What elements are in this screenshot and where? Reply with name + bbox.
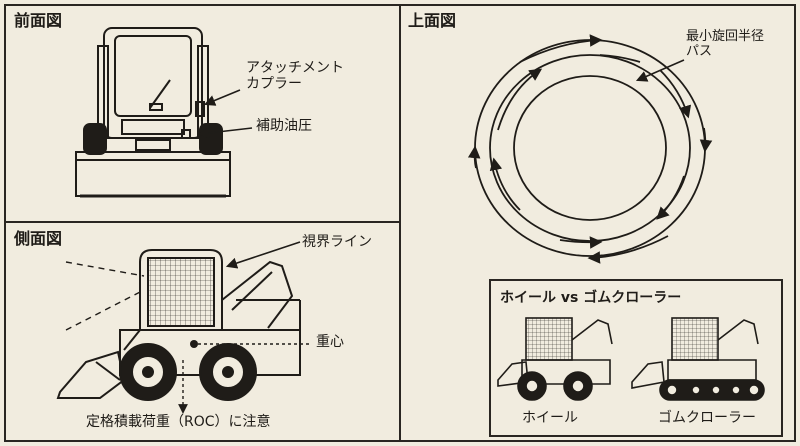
front-view-loader bbox=[75, 27, 231, 198]
panel-frame bbox=[4, 4, 796, 442]
front-view-callouts bbox=[197, 89, 253, 139]
aux-hydraulics-label: 補助油圧 bbox=[256, 118, 312, 134]
turning-path-rings bbox=[467, 34, 713, 264]
center-of-gravity-marker bbox=[190, 340, 310, 348]
front-view-title: 前面図 bbox=[14, 11, 63, 30]
coupler-label: アタッチメント カプラー bbox=[246, 60, 344, 92]
sightline-callout bbox=[225, 241, 301, 269]
roc-label: 定格積載荷重（ROC）に注意 bbox=[86, 414, 271, 430]
comparison-title: ホイール vs ゴムクローラー bbox=[500, 290, 682, 306]
coupler-label-line1: アタッチメント bbox=[246, 60, 344, 76]
track-loader-drawing bbox=[631, 317, 765, 401]
side-view-loader bbox=[56, 249, 301, 401]
center-of-gravity-label: 重心 bbox=[316, 334, 344, 350]
sightline-dashes bbox=[65, 261, 145, 331]
wheel-label: ホイール bbox=[522, 410, 578, 426]
top-view-title: 上面図 bbox=[408, 11, 457, 30]
turn-path-label-line2: パス bbox=[686, 43, 713, 59]
sightline-label: 視界ライン bbox=[302, 234, 372, 250]
coupler-label-line2: カプラー bbox=[246, 76, 302, 93]
wheel-loader-drawing bbox=[497, 317, 613, 401]
turning-path-callout bbox=[635, 59, 685, 82]
turn-path-label: 最小旋回半径 パス bbox=[686, 29, 765, 60]
turn-path-label-line1: 最小旋回半径 bbox=[686, 29, 765, 44]
comparison-inset bbox=[489, 279, 783, 437]
track-label: ゴムクローラー bbox=[658, 410, 756, 426]
side-view-title: 側面図 bbox=[14, 229, 63, 248]
